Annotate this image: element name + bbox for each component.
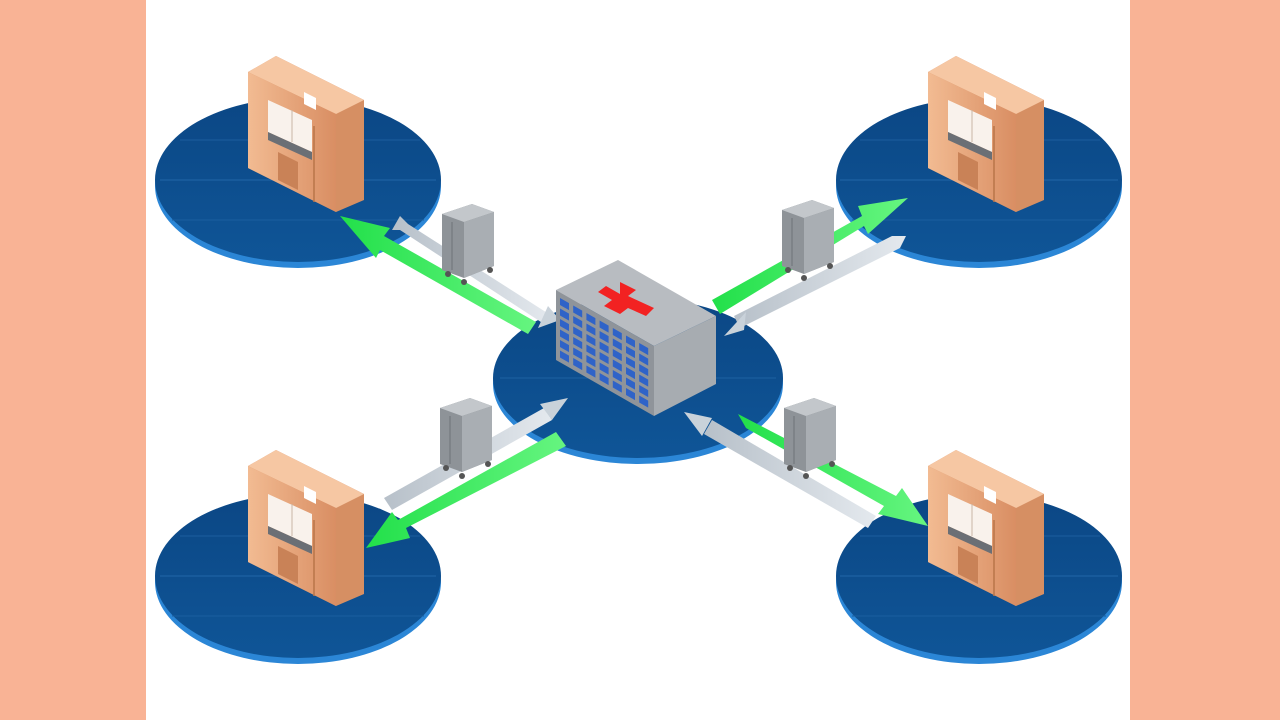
- window-pane: [612, 338, 622, 351]
- window-pane: [586, 355, 596, 368]
- return-arrow-top-right: [734, 236, 906, 328]
- window-pane: [560, 340, 569, 353]
- window-pane: [639, 395, 649, 408]
- return-arrow-bottom-left-head: [540, 398, 568, 420]
- supply-cart-icon: [440, 398, 492, 479]
- outbound-arrow-bottom-left: [366, 432, 566, 548]
- window-pane: [560, 329, 569, 342]
- window-pane: [586, 334, 596, 347]
- window-pane: [626, 346, 635, 359]
- window-pane: [573, 358, 583, 371]
- window-pane: [639, 343, 649, 356]
- storage-cabinet-icon: [248, 450, 364, 606]
- window-pane: [612, 380, 622, 393]
- supply-cart-icon: [442, 204, 494, 285]
- window-pane: [586, 323, 596, 336]
- supply-cart-icon: [782, 200, 834, 281]
- supply-cart-icon: [784, 398, 836, 479]
- return-arrow-bottom-right: [704, 420, 876, 528]
- window-pane: [573, 326, 583, 339]
- building-windows: [560, 298, 649, 408]
- window-pane: [626, 367, 635, 380]
- return-arrow-top-left-head: [538, 306, 560, 328]
- window-pane: [626, 388, 635, 401]
- window-pane: [573, 337, 583, 350]
- window-pane: [626, 335, 635, 348]
- window-pane: [612, 328, 622, 341]
- window-pane: [560, 319, 569, 332]
- window-pane: [639, 385, 649, 398]
- window-pane: [612, 349, 622, 362]
- storage-cabinet-icon: [928, 56, 1044, 212]
- window-pane: [599, 331, 609, 344]
- window-pane: [599, 320, 609, 333]
- hospital-building-icon: [556, 260, 716, 416]
- outbound-arrow-top-left: [340, 216, 536, 334]
- window-pane: [599, 373, 609, 386]
- return-arrow-top-right-head: [724, 312, 746, 336]
- window-pane: [586, 344, 596, 357]
- window-pane: [560, 298, 569, 311]
- window-pane: [639, 374, 649, 387]
- window-pane: [599, 352, 609, 365]
- window-pane: [560, 308, 569, 321]
- window-pane: [573, 347, 583, 360]
- storage-cabinet-icon: [928, 450, 1044, 606]
- window-pane: [612, 370, 622, 383]
- window-pane: [586, 365, 596, 378]
- window-pane: [599, 341, 609, 354]
- window-pane: [639, 353, 649, 366]
- window-pane: [599, 362, 609, 375]
- window-pane: [560, 350, 569, 363]
- window-pane: [639, 364, 649, 377]
- window-pane: [573, 305, 583, 318]
- window-pane: [573, 316, 583, 329]
- window-pane: [626, 377, 635, 390]
- window-pane: [626, 356, 635, 369]
- return-arrow-bottom-right-head: [684, 412, 712, 436]
- storage-cabinet-icon: [248, 56, 364, 212]
- window-pane: [586, 313, 596, 326]
- window-pane: [612, 359, 622, 372]
- medical-cross-icon: [598, 282, 654, 316]
